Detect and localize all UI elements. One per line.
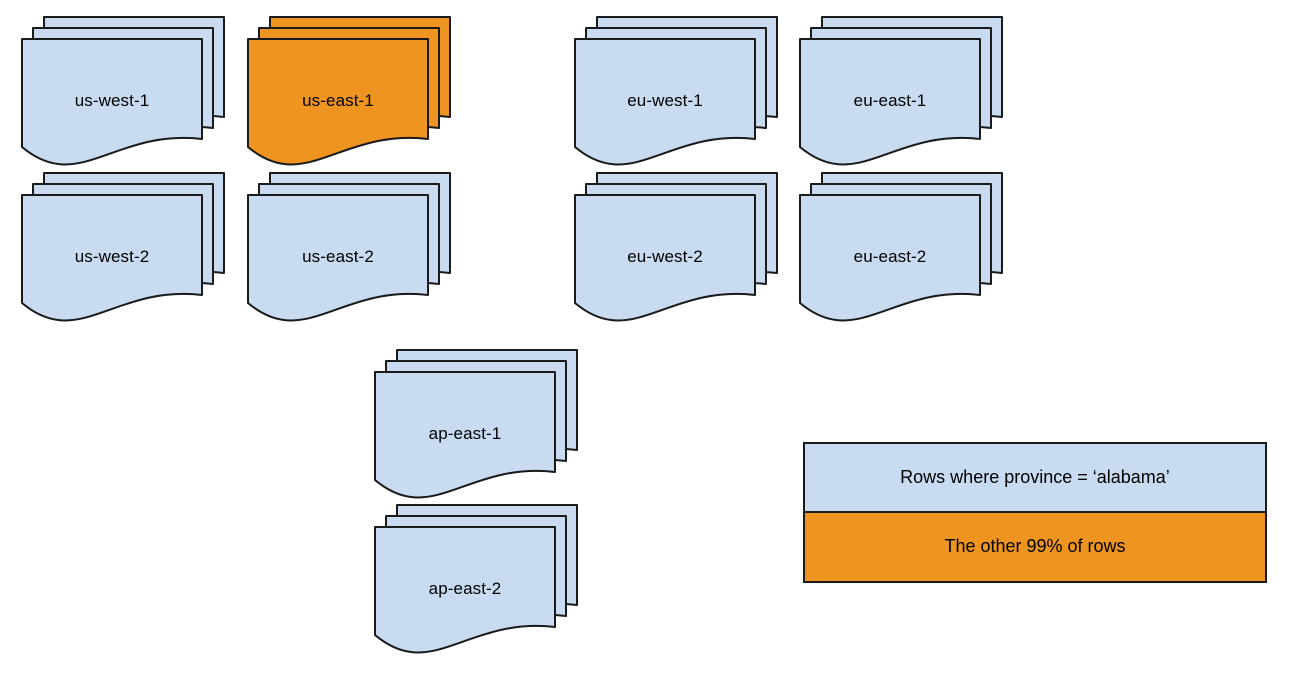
legend-row-blue-label: Rows where province = ‘alabama’ [900,466,1170,487]
document-page-1 [247,194,429,322]
document-stack-shape [21,16,225,166]
document-stack-ap-east-1[interactable]: ap-east-1 [374,349,578,502]
document-stack-eu-east-2[interactable]: eu-east-2 [799,172,1003,325]
document-stack-shape [374,504,578,654]
legend-row-blue: Rows where province = ‘alabama’ [805,444,1265,513]
document-page-1 [21,38,203,166]
document-page-1 [799,194,981,322]
document-page-1 [574,194,756,322]
document-stack-eu-west-1[interactable]: eu-west-1 [574,16,778,169]
document-stack-shape [247,172,451,322]
document-page-1 [799,38,981,166]
document-stack-shape [21,172,225,322]
document-page-1 [21,194,203,322]
legend-row-orange: The other 99% of rows [805,512,1265,581]
document-page-1 [247,38,429,166]
document-stack-shape [799,172,1003,322]
document-stack-shape [574,172,778,322]
document-stack-shape [574,16,778,166]
document-stack-eu-west-2[interactable]: eu-west-2 [574,172,778,325]
legend-box: Rows where province = ‘alabama’ The othe… [803,442,1267,583]
document-stack-shape [799,16,1003,166]
document-stack-eu-east-1[interactable]: eu-east-1 [799,16,1003,169]
document-page-1 [374,371,556,499]
document-stack-shape [374,349,578,499]
document-page-1 [574,38,756,166]
document-stack-shape [247,16,451,166]
legend-row-orange-label: The other 99% of rows [944,536,1126,557]
document-stack-us-west-1[interactable]: us-west-1 [21,16,225,169]
document-stack-us-west-2[interactable]: us-west-2 [21,172,225,325]
document-stack-us-east-2[interactable]: us-east-2 [247,172,451,325]
document-stack-us-east-1[interactable]: us-east-1 [247,16,451,169]
document-page-1 [374,526,556,654]
document-stack-ap-east-2[interactable]: ap-east-2 [374,504,578,657]
